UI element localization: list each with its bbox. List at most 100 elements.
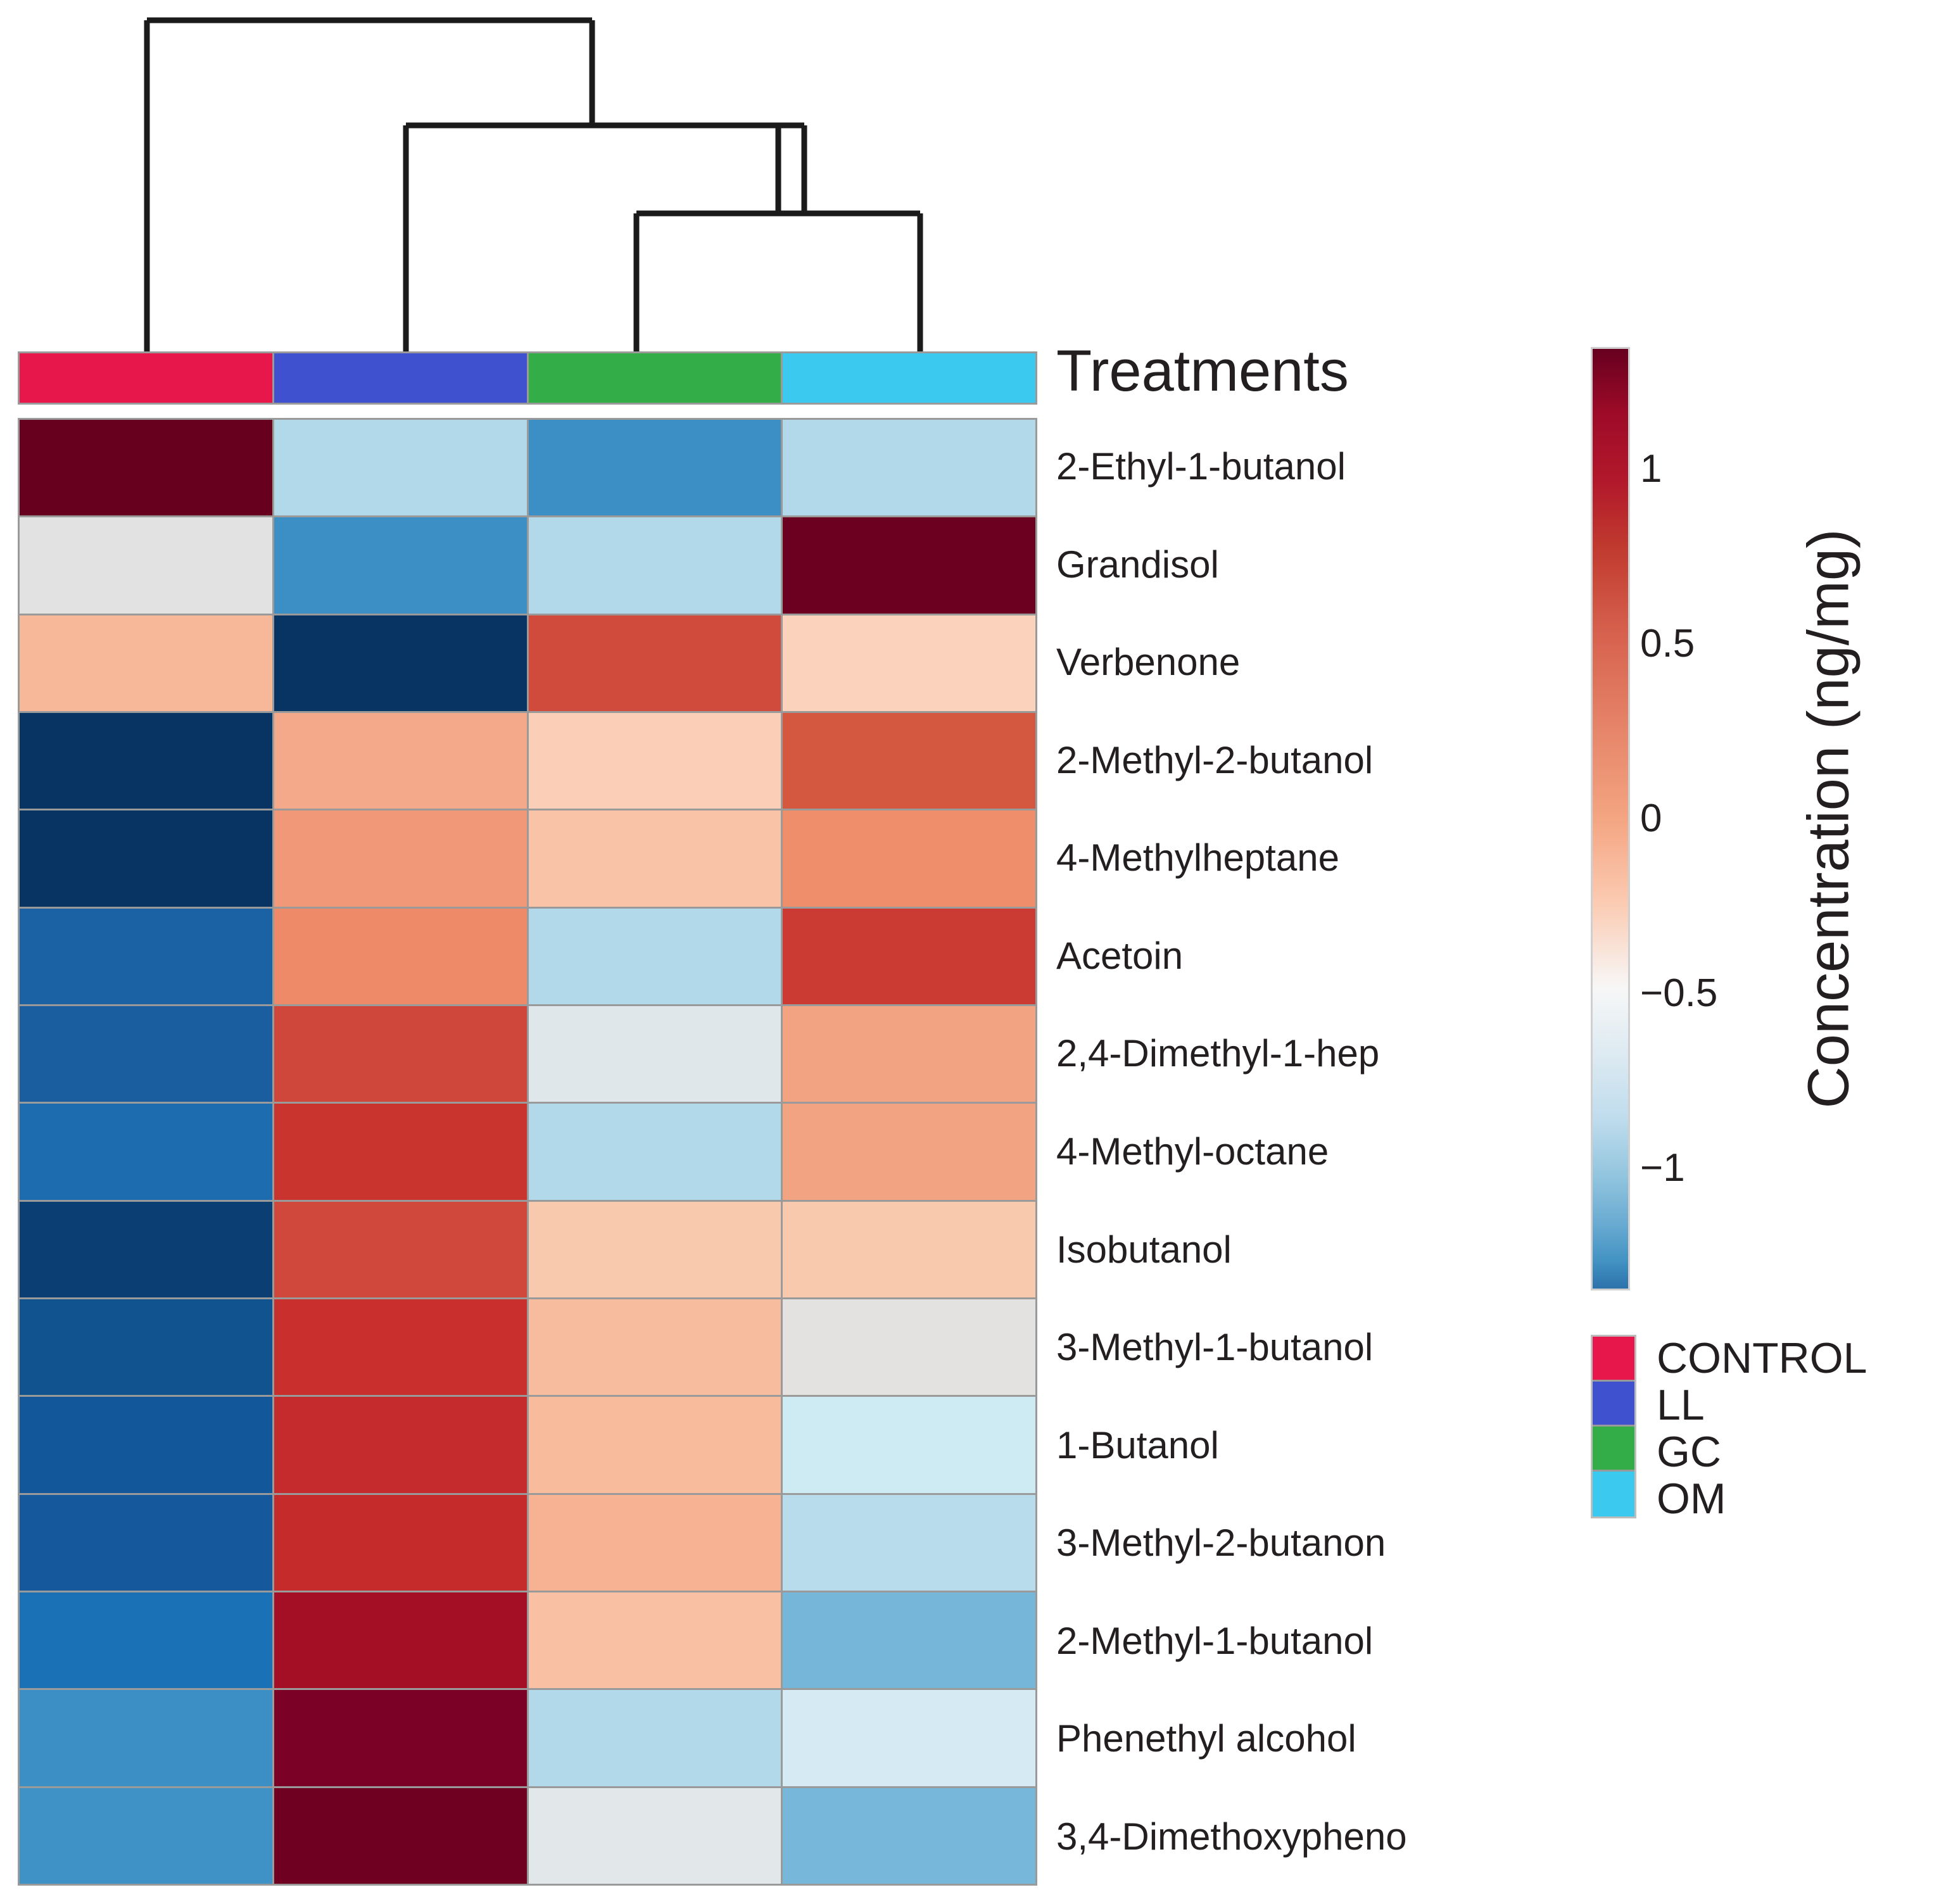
colorbar-tick-label: 0 <box>1640 797 1662 840</box>
heatmap-cell <box>783 517 1035 614</box>
heatmap-cell <box>528 1397 783 1493</box>
legend-label: LL <box>1657 1381 1705 1429</box>
heatmap-cell <box>783 908 1035 1004</box>
legend-label: CONTROL <box>1657 1334 1867 1382</box>
treatment-color-bar <box>18 351 1037 405</box>
heatmap-cell <box>274 1494 529 1591</box>
heatmap-cell <box>20 908 274 1004</box>
heatmap-cell <box>20 1299 274 1396</box>
heatmap-cell <box>274 712 529 809</box>
colorbar-tick-label: 1 <box>1640 447 1662 491</box>
heatmap-cell <box>528 1006 783 1102</box>
colorbar-axis-label: Concentration (ng/mg) <box>1791 347 1867 1290</box>
heatmap-cell <box>528 517 783 614</box>
heatmap-cell <box>783 712 1035 809</box>
treatment-cell-ll <box>274 353 529 403</box>
heatmap-row-label: 1-Butanol <box>1056 1423 1219 1466</box>
heatmap-row <box>20 1299 1035 1397</box>
heatmap-cell <box>528 712 783 809</box>
heatmap-cell <box>20 810 274 907</box>
heatmap-row <box>20 908 1035 1006</box>
treatment-cell-om <box>783 353 1035 403</box>
colorbar-tick-label: −1 <box>1640 1145 1685 1190</box>
treatment-cell-gc <box>528 353 783 403</box>
heatmap-row-label: 3-Methyl-2-butanon <box>1056 1522 1386 1565</box>
legend-swatch <box>1593 1337 1634 1382</box>
heatmap-cell <box>783 1397 1035 1493</box>
heatmap-row-label: Verbenone <box>1056 641 1241 684</box>
heatmap-cell <box>20 1787 274 1884</box>
heatmap-cell <box>274 1787 529 1884</box>
heatmap-cell <box>783 420 1035 516</box>
heatmap-row-label: Acetoin <box>1056 934 1184 977</box>
heatmap-cell <box>528 1494 783 1591</box>
heatmap-row <box>20 1690 1035 1788</box>
heatmap-row <box>20 1397 1035 1495</box>
heatmap-cell <box>528 1299 783 1396</box>
heatmap-cell <box>20 1006 274 1102</box>
heatmap-cell <box>20 1690 274 1786</box>
heatmap-cell <box>274 420 529 516</box>
heatmap-cell <box>783 1104 1035 1200</box>
heatmap-cell <box>528 1690 783 1786</box>
heatmap-row-label: 2-Methyl-2-butanol <box>1056 738 1374 781</box>
heatmap-grid <box>18 418 1037 1886</box>
heatmap-row <box>20 517 1035 615</box>
heatmap-row-label: 2-Methyl-1-butanol <box>1056 1619 1374 1662</box>
heatmap-cell <box>528 1201 783 1297</box>
heatmap-cell <box>783 1690 1035 1786</box>
colorbar-tick-label: 0.5 <box>1640 622 1695 666</box>
heatmap-row-label: 3-Methyl-1-butanol <box>1056 1326 1374 1369</box>
heatmap-cell <box>528 810 783 907</box>
heatmap-cell <box>20 1397 274 1493</box>
heatmap-row <box>20 1201 1035 1299</box>
heatmap-row <box>20 810 1035 909</box>
legend-swatch <box>1593 1472 1634 1516</box>
heatmap-cell <box>274 1690 529 1786</box>
heatmap-cell <box>274 908 529 1004</box>
heatmap-cell <box>528 615 783 711</box>
heatmap-cell <box>528 1104 783 1200</box>
heatmap-row <box>20 1104 1035 1202</box>
heatmap-cell <box>274 1006 529 1102</box>
heatmap-cell <box>20 1494 274 1591</box>
heatmap-row <box>20 615 1035 713</box>
legend-label: GC <box>1657 1428 1721 1476</box>
heatmap-cell <box>783 1201 1035 1297</box>
heatmap-cell <box>20 615 274 711</box>
heatmap-cell <box>274 1592 529 1689</box>
heatmap-row-label: 4-Methyl-octane <box>1056 1130 1329 1173</box>
heatmap-cell <box>528 1787 783 1884</box>
heatmap-cell <box>528 1592 783 1689</box>
legend-swatch <box>1593 1382 1634 1427</box>
heatmap-cell <box>274 615 529 711</box>
heatmap-cell <box>274 1201 529 1297</box>
treatment-cell-control <box>20 353 274 403</box>
treatments-title: Treatments <box>1056 339 1349 403</box>
colorbar-gradient <box>1591 347 1630 1290</box>
heatmap-cell <box>20 1104 274 1200</box>
heatmap-cell <box>783 1494 1035 1591</box>
heatmap-row <box>20 420 1035 518</box>
legend-swatch <box>1593 1427 1634 1472</box>
heatmap-cell <box>274 1104 529 1200</box>
heatmap-cell <box>528 908 783 1004</box>
heatmap-row-label: 2-Ethyl-1-butanol <box>1056 445 1346 488</box>
heatmap-cell <box>783 615 1035 711</box>
heatmap-cell <box>783 810 1035 907</box>
heatmap-cell <box>528 420 783 516</box>
heatmap-cell <box>20 517 274 614</box>
heatmap-row <box>20 1592 1035 1691</box>
heatmap-row-label: Grandisol <box>1056 543 1219 586</box>
heatmap-cell <box>274 1299 529 1396</box>
heatmap-cell <box>274 517 529 614</box>
legend-swatch-column <box>1591 1335 1636 1518</box>
heatmap-cell <box>783 1006 1035 1102</box>
heatmap-row-label: Isobutanol <box>1056 1228 1232 1271</box>
heatmap-row <box>20 712 1035 811</box>
heatmap-row <box>20 1494 1035 1592</box>
heatmap-row <box>20 1787 1035 1884</box>
